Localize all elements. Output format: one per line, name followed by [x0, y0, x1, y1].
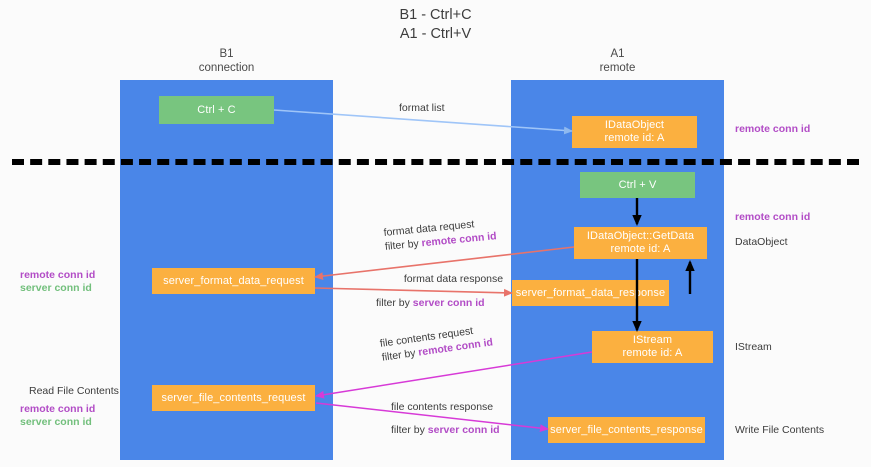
edge-label-file-contents-response-filter: filter by server conn id	[391, 423, 500, 437]
annotation-read-file-contents: Read File Contents	[29, 385, 119, 397]
annotation-left-server-conn-id: server conn id	[20, 282, 92, 294]
filter-key-server-conn-id: server conn id	[427, 424, 500, 436]
node-server-file-contents-request[interactable]: server_file_contents_request	[152, 385, 315, 411]
edge-label-format-data-response-filter: filter by server conn id	[376, 296, 531, 310]
node-server-format-data-request[interactable]: server_format_data_request	[152, 268, 315, 294]
annotation-left-server-conn-id-2: server conn id	[20, 416, 92, 428]
annotation-left-remote-conn-id: remote conn id	[20, 269, 96, 281]
node-ctrl-v[interactable]: Ctrl + V	[580, 172, 695, 198]
annotation-left-remote-conn-id-2: remote conn id	[20, 403, 96, 415]
node-idataobject[interactable]: IDataObject remote id: A	[572, 116, 697, 148]
annotation-remote-conn-id-mid: remote conn id	[735, 211, 811, 223]
annotation-remote-conn-id-top: remote conn id	[735, 123, 811, 135]
edge-label-format-list: format list	[399, 102, 445, 114]
annotation-write-file-contents: Write File Contents	[735, 424, 825, 436]
edge-label-format-data-response-group: format data response filter by server co…	[376, 272, 531, 310]
node-istream[interactable]: IStream remote id: A	[592, 331, 713, 363]
node-idataobject-getdata[interactable]: IDataObject::GetData remote id: A	[574, 227, 707, 259]
edge-label-format-data-response: format data response	[403, 273, 504, 285]
filter-prefix: filter by	[376, 297, 413, 309]
filter-prefix: filter by	[391, 424, 428, 436]
node-server-file-contents-response[interactable]: server_file_contents_response	[548, 417, 705, 443]
column-header-a1: A1 remote	[599, 48, 636, 74]
edge-label-file-contents-response-group: file contents response filter by server …	[391, 400, 500, 437]
column-header-b1: B1 connection	[198, 48, 255, 74]
node-server-format-data-response[interactable]: server_format_data_response	[512, 280, 669, 306]
annotation-dataobject: DataObject	[735, 236, 788, 248]
annotation-istream: IStream	[735, 341, 772, 353]
node-ctrl-c[interactable]: Ctrl + C	[159, 96, 274, 124]
phase-divider	[12, 159, 859, 165]
filter-key-server-conn-id: server conn id	[412, 297, 485, 309]
edge-label-file-contents-response: file contents response	[391, 401, 494, 413]
page-title: B1 - Ctrl+C A1 - Ctrl+V	[399, 7, 472, 42]
